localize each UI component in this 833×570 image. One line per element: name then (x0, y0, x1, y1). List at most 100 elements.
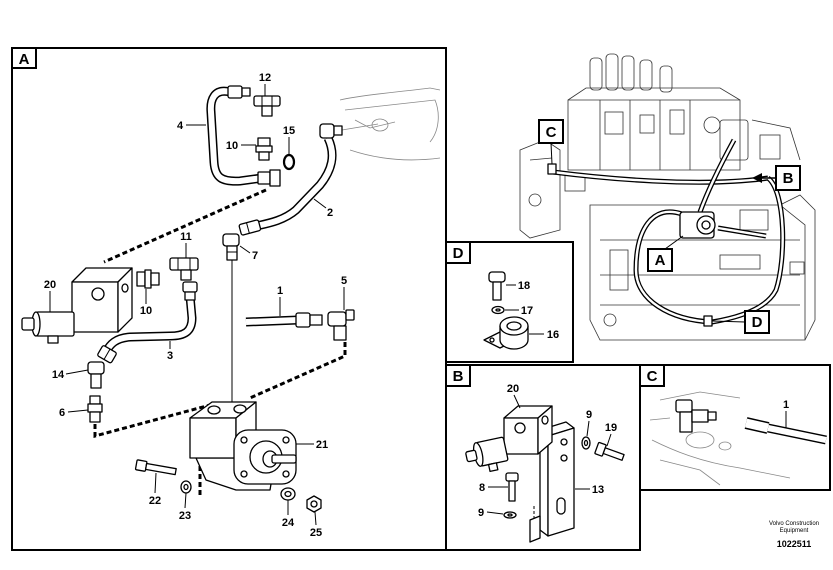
bolt-18 (488, 271, 506, 301)
overview-callout-c: C (538, 119, 564, 165)
overview-pump (679, 211, 716, 239)
hose-2-straight-end (238, 219, 262, 236)
callout-number: 16 (547, 329, 559, 341)
callout-number: 22 (149, 495, 161, 507)
panel-c: 1 C (639, 364, 831, 491)
callout-d-17: 17 (505, 305, 533, 317)
callout-c-1: 1 (783, 399, 789, 428)
panel-label: A (19, 51, 30, 68)
overview-clamp-d (703, 315, 713, 327)
washer-17 (491, 305, 505, 315)
callout-number: 18 (518, 280, 530, 292)
panel-d: 18 17 16 D (445, 241, 574, 363)
callout-number: 9 (586, 409, 592, 421)
callout-letter: D (752, 314, 763, 331)
overview-connection-c (547, 163, 557, 175)
adapter-10-lower (136, 269, 160, 289)
publisher-block: Volvo Construction Equipment 1022511 (769, 521, 819, 549)
callout-d-16: 16 (529, 329, 559, 341)
callout-a-11: 11 (180, 231, 192, 258)
washer-23 (180, 480, 192, 494)
hose-1 (246, 320, 298, 322)
callout-b-19: 19 (605, 422, 617, 447)
callout-number: 1 (783, 399, 789, 411)
callout-number: 17 (521, 305, 533, 317)
hose-clamp-16 (483, 316, 529, 350)
panel-label: B (453, 368, 464, 385)
callout-number: 21 (316, 439, 328, 451)
callout-d-18: 18 (506, 280, 530, 292)
callout-b-13: 13 (575, 484, 604, 496)
callout-a-7: 7 (239, 245, 258, 262)
callout-number: 10 (140, 305, 152, 317)
nut-25 (306, 495, 322, 513)
background-machine-outline (649, 391, 791, 486)
overview-hoses (553, 140, 783, 322)
callout-a-15: 15 (283, 125, 295, 155)
callout-a-10-lower: 10 (140, 289, 152, 317)
callout-a-21: 21 (296, 439, 328, 451)
o-ring-15 (282, 153, 296, 171)
callout-number: 19 (605, 422, 617, 434)
panel-label: C (647, 368, 658, 385)
callout-number: 20 (507, 383, 519, 395)
callout-number: 10 (226, 140, 238, 152)
bolt-19 (594, 441, 625, 461)
callout-number: 1 (277, 285, 283, 297)
callout-letter: B (783, 170, 794, 187)
elbow-fitting-14 (87, 361, 105, 389)
dashed-connection-line (93, 402, 215, 438)
callout-b-20: 20 (507, 383, 521, 409)
dashed-connection-line (103, 188, 267, 264)
callout-a-23: 23 (179, 492, 191, 522)
callout-number: 25 (310, 527, 322, 539)
callout-b-9-lower: 9 (478, 507, 504, 519)
callout-number: 23 (179, 510, 191, 522)
callout-b-9-upper: 9 (586, 409, 592, 437)
bolt-22 (134, 459, 177, 476)
callout-number: 20 (44, 279, 56, 291)
tee-fitting-11 (169, 257, 199, 281)
callout-number: 7 (252, 250, 258, 262)
background-machine-outline (339, 87, 441, 161)
callout-number: 11 (180, 231, 192, 243)
callout-a-14: 14 (52, 369, 89, 381)
callout-letter: C (546, 124, 557, 141)
overview-callout-b: B (752, 165, 801, 191)
callout-a-22: 22 (149, 472, 161, 507)
overview-callout-d: D (711, 310, 770, 334)
callout-a-24: 24 (282, 500, 295, 529)
callout-number: 24 (282, 517, 295, 529)
panel-a-tag: A (11, 47, 37, 69)
callout-a-2: 2 (313, 198, 333, 219)
panel-d-tag: D (445, 241, 471, 264)
elbow-fitting-5 (327, 309, 355, 341)
brand-name-line2: Equipment (780, 528, 809, 534)
callout-number: 8 (479, 482, 485, 494)
panel-a: 12 4 10 15 2 11 7 20 10 1 5 3 14 6 21 22… (11, 47, 447, 551)
elbow-fitting-7 (222, 233, 240, 261)
hose-2-elbow-end (319, 123, 343, 139)
hose-4-elbow-end (227, 85, 251, 99)
dashed-connection-line (249, 342, 347, 400)
hose-3-upper-end (182, 281, 198, 301)
tee-fitting-12 (253, 95, 281, 117)
callout-number: 12 (259, 72, 271, 84)
solenoid-valve-20 (465, 405, 553, 473)
drawing-number: 1022511 (777, 539, 812, 549)
callout-a-6: 6 (59, 407, 89, 419)
hose-4-straight-end (257, 169, 281, 187)
callout-number: 3 (167, 350, 173, 362)
callout-a-12: 12 (259, 72, 271, 96)
adapter-6 (87, 395, 103, 423)
callout-number: 15 (283, 125, 295, 137)
callout-number: 9 (478, 507, 484, 519)
callout-a-25: 25 (310, 511, 322, 539)
fitting-detail (675, 399, 717, 433)
hydraulic-pump-21 (189, 401, 297, 491)
hose-1-end-fitting (295, 312, 323, 328)
panel-b: 20 9 19 8 13 9 B (445, 364, 641, 551)
callout-number: 4 (177, 120, 184, 132)
panel-label: D (453, 245, 464, 262)
callout-a-1: 1 (277, 285, 283, 316)
